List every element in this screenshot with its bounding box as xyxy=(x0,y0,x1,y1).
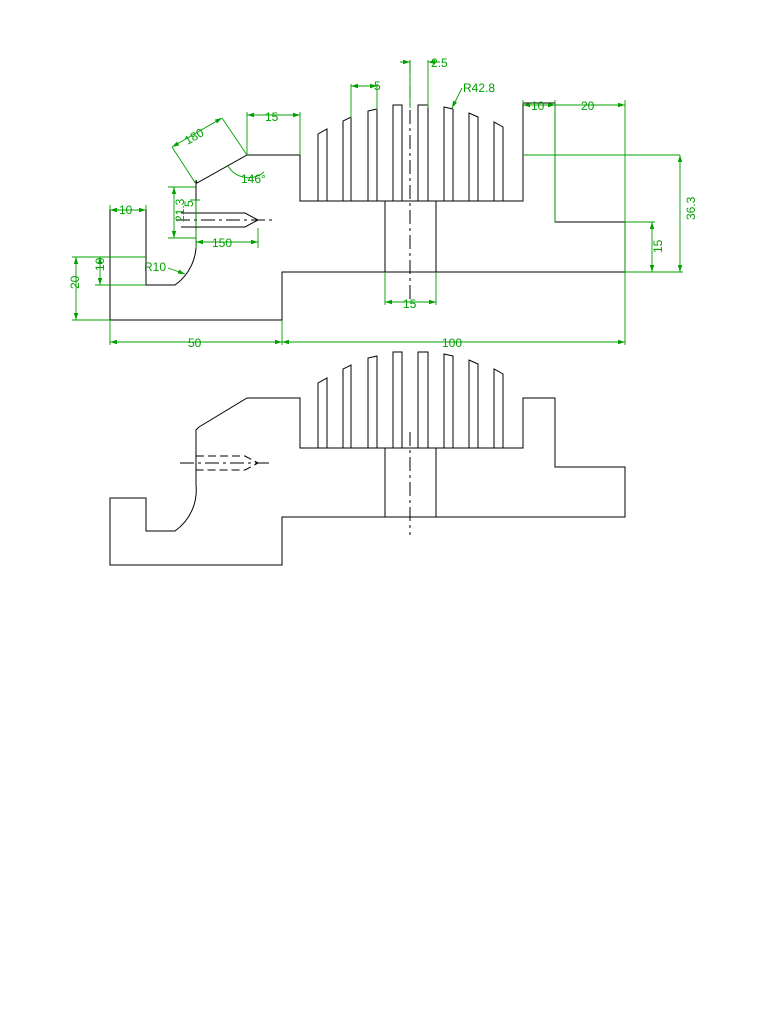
object-outline-copy xyxy=(109,351,626,566)
dim-lip-depth: 10 xyxy=(93,257,107,271)
dim-slot-width: 5 xyxy=(182,200,196,207)
dim-right-step-height: 15 xyxy=(651,239,665,253)
dim-base-left-length: 50 xyxy=(188,336,202,350)
dim-center-bore-width: 15 xyxy=(403,297,417,311)
dim-chamfer-angle: 146° xyxy=(241,172,266,186)
dim-right-notch: 10 xyxy=(531,99,545,113)
dim-fin-width: 5 xyxy=(374,79,381,93)
dim-right-overall-height: 36.3 xyxy=(684,196,698,220)
dim-slot-height: 21.3 xyxy=(173,198,187,222)
dim-left-lip-width: 10 xyxy=(119,203,133,217)
dimension-labels: 2.5 5 R42.8 180 15 146° 10 20 21.3 5 150… xyxy=(68,56,698,350)
dim-base-left-height: 20 xyxy=(68,275,82,289)
hidden-and-center-lines xyxy=(176,60,411,300)
dim-fillet-radius: R10 xyxy=(144,260,166,274)
dim-fin-spacing: 2.5 xyxy=(431,56,448,70)
dim-step-width: 15 xyxy=(265,110,279,124)
center-lines-copy xyxy=(180,432,411,535)
dim-base-right-length: 100 xyxy=(442,336,462,350)
dim-right-block-width: 20 xyxy=(581,99,595,113)
dimensioned-view: 2.5 5 R42.8 180 15 146° 10 20 21.3 5 150… xyxy=(68,56,698,350)
dimension-lines xyxy=(72,60,683,345)
dim-slot-depth: 150 xyxy=(212,236,232,250)
dim-arc-radius: R42.8 xyxy=(463,81,495,95)
undimensioned-view xyxy=(109,351,626,566)
